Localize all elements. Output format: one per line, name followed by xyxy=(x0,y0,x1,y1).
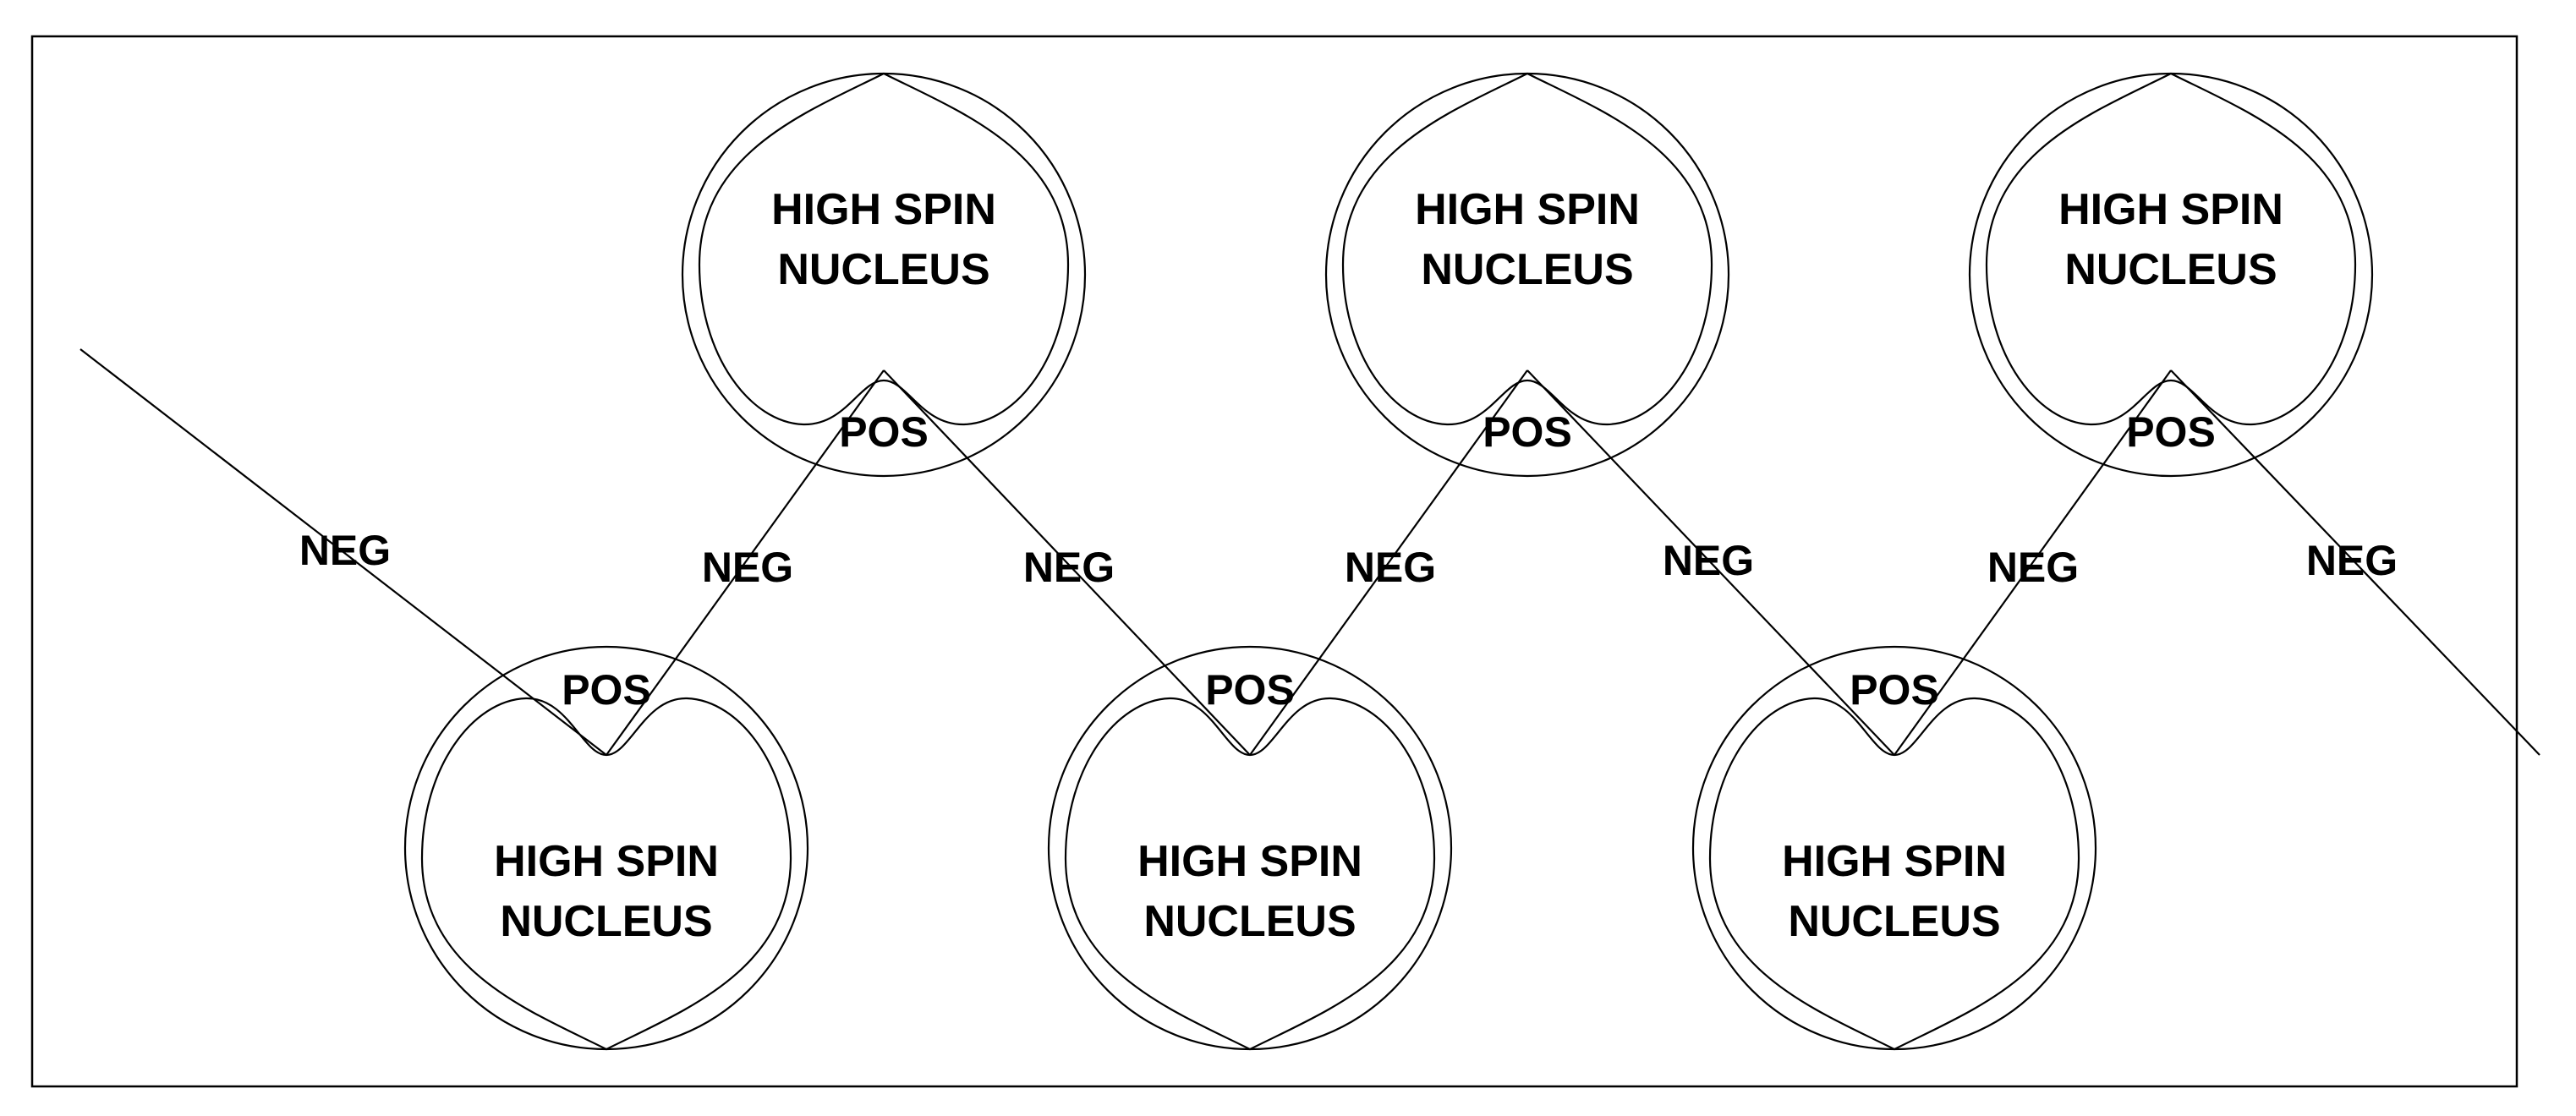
nucleus xyxy=(1968,72,2374,478)
pos-label: POS xyxy=(562,666,651,714)
bond-line xyxy=(2170,369,2540,756)
pos-label: POS xyxy=(1850,666,1939,714)
nucleus-label-line1: HIGH SPIN xyxy=(1415,185,1640,234)
bond-line xyxy=(1526,369,1895,756)
pos-label: POS xyxy=(2126,408,2216,456)
neg-label: NEG xyxy=(1023,544,1115,591)
pos-label: POS xyxy=(1483,408,1572,456)
nucleus-label-line1: HIGH SPIN xyxy=(1137,837,1362,886)
bond-line xyxy=(606,369,885,756)
nucleus-label-line2: NUCLEUS xyxy=(2064,245,2277,294)
nucleus-label-line1: HIGH SPIN xyxy=(494,837,719,886)
nucleus-label-line2: NUCLEUS xyxy=(1421,245,1633,294)
nucleus-inner-shape xyxy=(1985,72,2357,426)
neg-label: NEG xyxy=(2306,537,2398,584)
diagram-border xyxy=(30,35,2518,1088)
neg-label: NEG xyxy=(1987,544,2079,591)
nucleus-label-line1: HIGH SPIN xyxy=(1782,837,2007,886)
nucleus-label-line2: NUCLEUS xyxy=(1143,897,1356,946)
pos-label: POS xyxy=(1205,666,1295,714)
bond-line xyxy=(79,348,607,756)
neg-label: NEG xyxy=(1345,544,1436,591)
nucleus-inner-shape xyxy=(698,72,1070,426)
nucleus-label-line2: NUCLEUS xyxy=(1788,897,2000,946)
neg-label: NEG xyxy=(1663,537,1754,584)
neg-label: NEG xyxy=(702,544,793,591)
bond-line xyxy=(1249,369,1528,756)
neg-label: NEG xyxy=(299,527,391,574)
nucleus xyxy=(1324,72,1730,478)
nucleus-inner-shape xyxy=(1341,72,1713,426)
bonds-group xyxy=(79,348,2540,756)
nucleus xyxy=(681,72,1087,478)
nucleus-label-line1: HIGH SPIN xyxy=(771,185,996,234)
bond-line xyxy=(1894,369,2172,756)
pos-label: POS xyxy=(839,408,929,456)
nucleus-label-line2: NUCLEUS xyxy=(500,897,712,946)
nucleus-label-line2: NUCLEUS xyxy=(777,245,989,294)
bond-line xyxy=(883,369,1251,756)
nucleus-label-line1: HIGH SPIN xyxy=(2058,185,2283,234)
labels-group: HIGH SPIN NUCLEUS POS HIGH SPIN NUCLEUS POS HI… xyxy=(299,185,2398,946)
